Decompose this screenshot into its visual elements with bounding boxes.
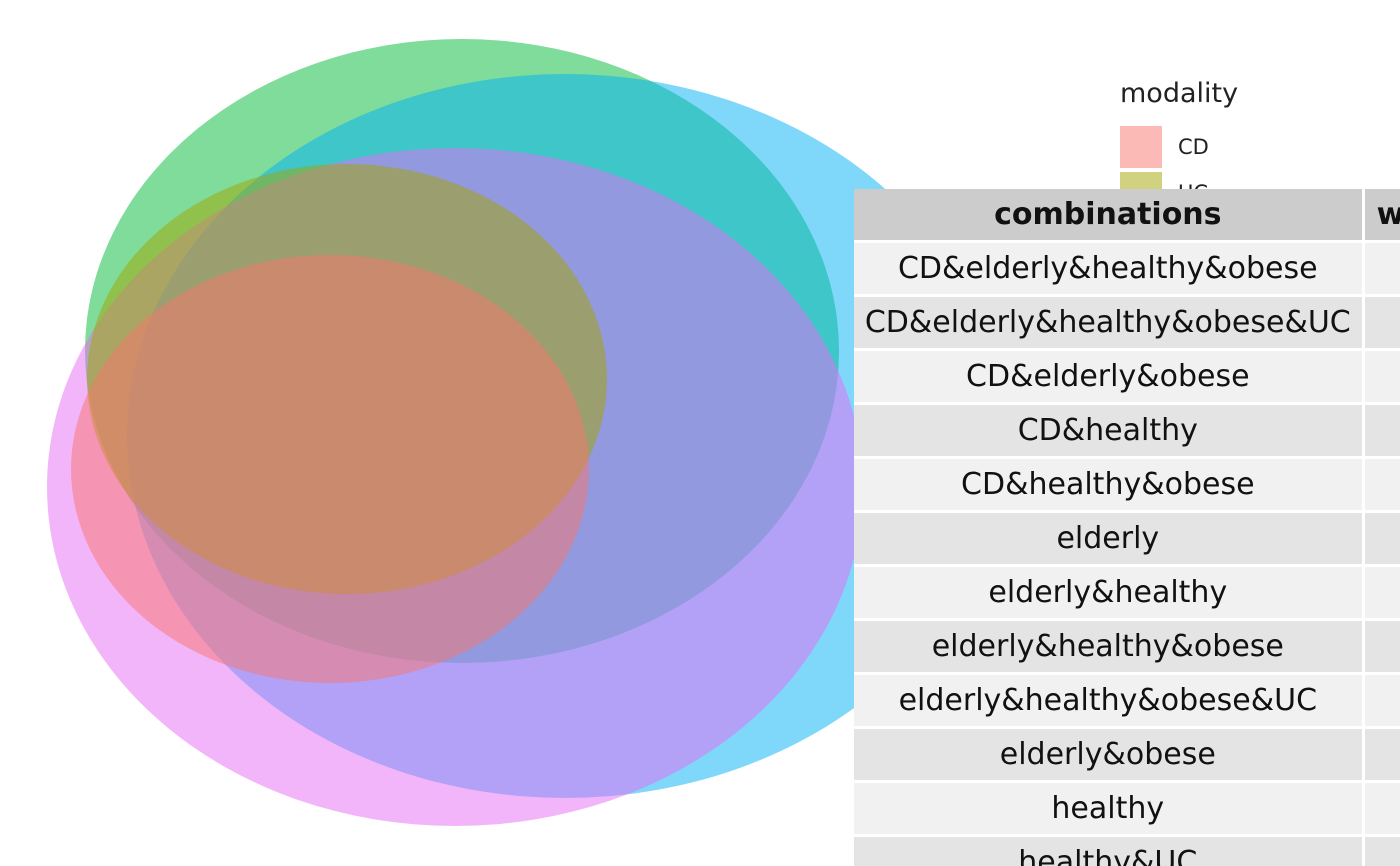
combination-cell: healthy&UC [854,837,1362,866]
table-row: CD&elderly&obese [854,351,1400,402]
combination-cell: CD&elderly&healthy&obese&UC [854,297,1362,348]
value-cell [1364,297,1400,348]
value-cell [1364,351,1400,402]
combination-cell: elderly&healthy&obese [854,621,1362,672]
table-row: elderly&healthy [854,567,1400,618]
value-cell [1364,243,1400,294]
table-row: CD&healthy [854,405,1400,456]
combination-cell: elderly [854,513,1362,564]
combination-cell: elderly&healthy&obese&UC [854,675,1362,726]
legend-label-cd: CD [1178,135,1209,159]
combination-cell: CD&elderly&healthy&obese [854,243,1362,294]
value-cell [1364,513,1400,564]
table-row: elderly&obese [854,729,1400,780]
value-cell [1364,621,1400,672]
table-row: CD&healthy&obese [854,459,1400,510]
combination-cell: CD&healthy&obese [854,459,1362,510]
venn-set-ellipse-salmon [71,255,589,683]
value-cell [1364,837,1400,866]
combination-cell: elderly&healthy [854,567,1362,618]
table-row: elderly&healthy&obese [854,621,1400,672]
header-second-column: w [1364,189,1400,240]
table-row: CD&elderly&healthy&obese&UC [854,297,1400,348]
table-row: healthy [854,783,1400,834]
legend-swatch-cd [1120,126,1162,168]
legend-title: modality [1120,78,1239,109]
table-header-row: combinations w [854,189,1400,240]
value-cell [1364,783,1400,834]
legend-item-cd: CD [1120,124,1320,170]
value-cell [1364,729,1400,780]
value-cell [1364,459,1400,510]
value-cell [1364,675,1400,726]
value-cell [1364,567,1400,618]
header-combinations: combinations [854,189,1362,240]
table-row: elderly&healthy&obese&UC [854,675,1400,726]
table-row: elderly [854,513,1400,564]
value-cell [1364,405,1400,456]
combination-cell: CD&elderly&obese [854,351,1362,402]
table-row: CD&elderly&healthy&obese [854,243,1400,294]
combination-cell: CD&healthy [854,405,1362,456]
combination-cell: elderly&obese [854,729,1362,780]
table-row: healthy&UC [854,837,1400,866]
combination-cell: healthy [854,783,1362,834]
